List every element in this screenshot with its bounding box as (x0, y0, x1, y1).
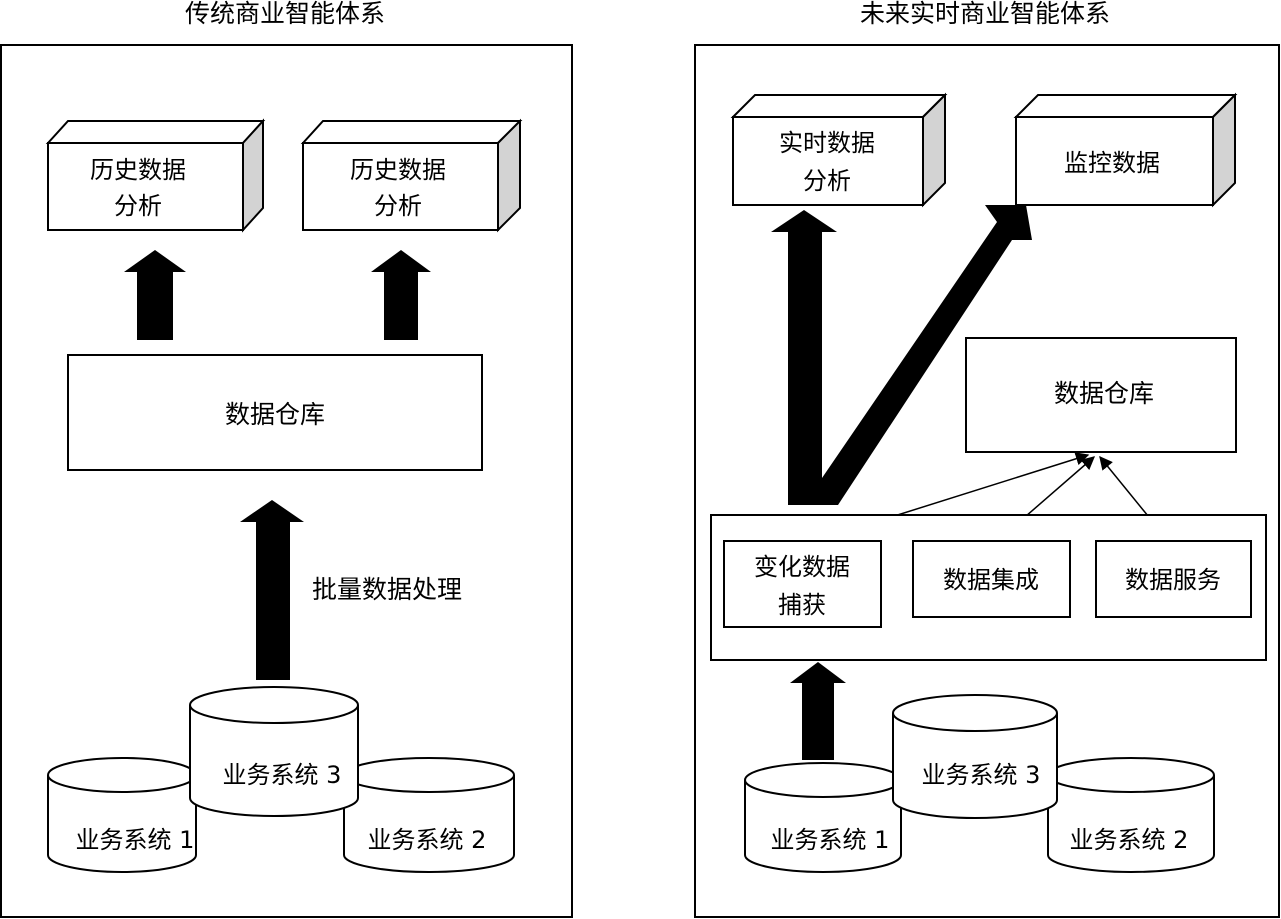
right-source-cylinder-1: 业务系统 1 (744, 762, 902, 873)
history-analysis-box-1: 历史数据 分析 (45, 118, 266, 233)
up-arrow-right-sources (790, 662, 846, 760)
right-source-2-label: 业务系统 2 (1070, 826, 1189, 854)
right-source-3-label: 业务系统 3 (922, 761, 1041, 789)
history-analysis-2-line1: 历史数据 (350, 156, 446, 184)
integration-label: 数据集成 (943, 566, 1039, 594)
right-source-cylinder-2: 业务系统 2 (1047, 757, 1215, 873)
history-analysis-1-line2: 分析 (114, 192, 162, 220)
up-arrow-left-1 (124, 250, 186, 340)
realtime-analysis-line1: 实时数据 (779, 129, 875, 157)
right-warehouse-box (965, 337, 1237, 453)
left-warehouse-label: 数据仓库 (225, 400, 325, 429)
right-source-cylinder-3: 业务系统 3 (892, 694, 1058, 819)
left-source-2-label: 业务系统 2 (368, 826, 487, 854)
monitor-data-box: 监控数据 (1013, 92, 1238, 208)
right-warehouse-label: 数据仓库 (1054, 379, 1154, 408)
realtime-analysis-line2: 分析 (803, 167, 851, 195)
left-warehouse-box (67, 354, 483, 471)
service-label: 数据服务 (1125, 566, 1221, 594)
cdc-box: 变化数据 捕获 (723, 540, 882, 628)
integration-box: 数据集成 (912, 540, 1071, 618)
realtime-v-arrow (771, 205, 1032, 505)
right-panel (694, 44, 1280, 918)
monitor-data-label: 监控数据 (1064, 149, 1160, 177)
history-analysis-2-line2: 分析 (374, 192, 422, 220)
batch-arrow (240, 500, 304, 680)
left-title: 传统商业智能体系 (185, 0, 385, 28)
realtime-analysis-box: 实时数据 分析 (730, 92, 948, 208)
left-source-cylinder-1: 业务系统 1 (47, 757, 197, 873)
right-source-1-label: 业务系统 1 (771, 826, 890, 854)
history-analysis-1-line1: 历史数据 (90, 156, 186, 184)
right-title: 未来实时商业智能体系 (860, 0, 1110, 28)
left-source-3-label: 业务系统 3 (223, 761, 342, 789)
left-source-1-label: 业务系统 1 (76, 826, 195, 854)
cdc-line2: 捕获 (778, 591, 826, 619)
left-source-cylinder-2: 业务系统 2 (343, 757, 515, 873)
service-box: 数据服务 (1095, 540, 1252, 618)
history-analysis-box-2: 历史数据 分析 (300, 118, 523, 233)
batch-label: 批量数据处理 (312, 575, 462, 604)
left-panel (0, 44, 573, 918)
left-source-cylinder-3: 业务系统 3 (189, 686, 359, 817)
up-arrow-left-2 (371, 250, 431, 340)
cdc-line1: 变化数据 (754, 553, 850, 581)
